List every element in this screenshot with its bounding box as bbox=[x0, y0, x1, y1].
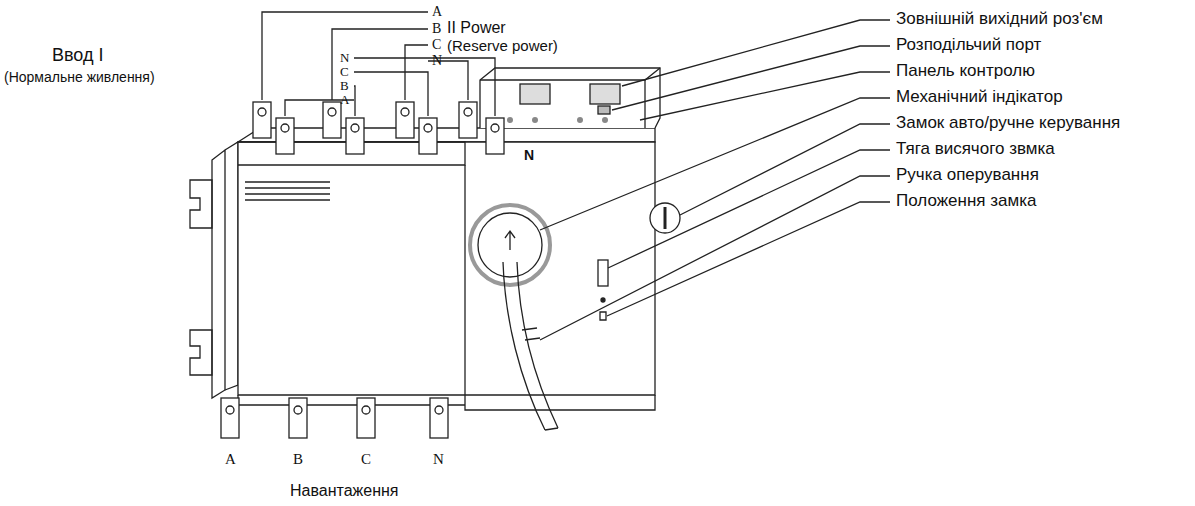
phase-letter: B bbox=[340, 79, 349, 93]
neutral-mark: N bbox=[524, 148, 534, 163]
part-label: Положення замка bbox=[896, 192, 1036, 211]
mode-lock bbox=[650, 203, 680, 233]
vent-slots bbox=[245, 182, 330, 200]
part-label: Механічний індікатор bbox=[896, 88, 1063, 107]
phase-letter: A bbox=[225, 451, 236, 468]
control-box bbox=[480, 68, 660, 128]
cover-edge bbox=[464, 165, 465, 395]
pull-pivot bbox=[601, 298, 605, 302]
side-plate bbox=[225, 142, 238, 390]
handle-grip bbox=[522, 328, 540, 340]
terminal-tab bbox=[221, 398, 448, 438]
source-label: Ввод I bbox=[52, 46, 104, 66]
phase-letter: N bbox=[433, 451, 444, 468]
phase-letter: A bbox=[432, 4, 442, 19]
part-label: Панель контролю bbox=[896, 62, 1035, 81]
part-label: Ручка оперування bbox=[896, 166, 1039, 185]
indicator-ring bbox=[470, 205, 550, 285]
source-label: (Reserve power) bbox=[447, 38, 558, 55]
mount-bracket bbox=[190, 180, 212, 228]
terminal-hole bbox=[226, 406, 443, 414]
distribution-port bbox=[598, 106, 610, 114]
phase-letter: A bbox=[340, 93, 349, 107]
phase-letter: C bbox=[340, 65, 349, 79]
leader-line bbox=[285, 58, 495, 116]
phase-letter: C bbox=[432, 37, 441, 52]
operating-handle bbox=[545, 428, 558, 430]
leader-line bbox=[540, 20, 890, 340]
source-label: (Нормальне живлення) bbox=[4, 70, 155, 85]
part-label: Розподільчий порт bbox=[896, 36, 1041, 55]
source-label: II Power bbox=[447, 19, 506, 37]
terminal-hole bbox=[258, 108, 499, 132]
control-box-edge bbox=[644, 80, 645, 128]
top-surface bbox=[238, 128, 655, 142]
part-label: Замок авто/ручне керування bbox=[896, 114, 1120, 133]
terminal-tab bbox=[276, 118, 504, 154]
mount-bracket bbox=[190, 330, 212, 375]
padlock-pull bbox=[598, 260, 608, 286]
leader-line bbox=[262, 12, 468, 100]
mode-lock-slot bbox=[664, 207, 667, 229]
indicator-leds bbox=[507, 117, 608, 123]
phase-letter: N bbox=[340, 51, 349, 65]
phase-letter: B bbox=[293, 451, 303, 468]
phase-letter: N bbox=[432, 53, 442, 68]
side-plate bbox=[212, 150, 225, 398]
phase-letter: B bbox=[432, 21, 441, 36]
part-label: Тяга висячого звмка bbox=[896, 140, 1055, 159]
indicator-dial bbox=[478, 213, 542, 277]
operating-handle bbox=[503, 262, 558, 430]
indicator-arrow bbox=[505, 231, 515, 250]
phase-letter: C bbox=[361, 451, 371, 468]
front-face bbox=[238, 142, 655, 395]
connector bbox=[520, 84, 550, 104]
part-label: Зовнішній вихідний роз'єм bbox=[896, 10, 1103, 29]
base-edge bbox=[465, 395, 655, 410]
lock-position-mark bbox=[600, 312, 606, 320]
control-box-edge bbox=[480, 68, 660, 80]
connector bbox=[590, 84, 620, 104]
load-label: Навантаження bbox=[290, 482, 399, 500]
